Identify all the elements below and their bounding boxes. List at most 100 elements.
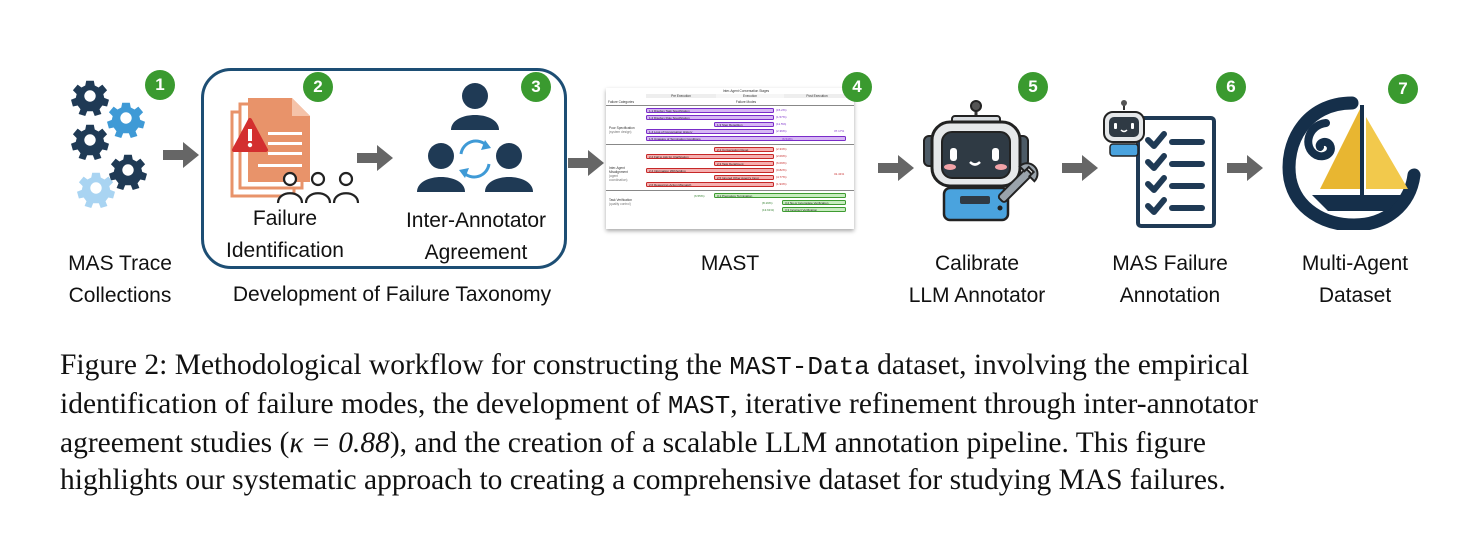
step-label-2-line1: Failure: [252, 207, 318, 230]
arrow-right-icon: [878, 155, 914, 181]
people-group-icon: [276, 170, 360, 204]
step-label-5: Calibrate LLM Annotator: [883, 248, 1071, 312]
mast-stage-exec: Execution: [716, 94, 784, 98]
caption-code-mast-data: MAST-Data: [729, 352, 870, 382]
mast-mode-2-4-pct: (0.82%): [776, 168, 787, 172]
mast-taxonomy-thumbnail: Inter-Agent Conversation Stages Pre Exec…: [606, 88, 854, 229]
step-label-4: MAST: [680, 248, 780, 280]
annotation-checklist-icon: [1102, 100, 1220, 230]
mast-category-3: Task Verification(quality control): [609, 198, 635, 206]
mast-category-1: Poor Specification(system design): [609, 126, 635, 134]
mast-mode-3-2: 3.2 No or Incomplete Verification: [782, 200, 846, 205]
mast-mode-3-3-pct: (13.61%): [762, 208, 775, 212]
step-badge-1: 1: [145, 70, 175, 100]
step-label-3: Inter-Annotator Agreement: [380, 205, 572, 269]
step-label-6-line2: Annotation: [1119, 284, 1221, 307]
caption-line3a: agreement studies (: [60, 427, 290, 459]
mast-mode-2-3-pct: (6.09%): [776, 161, 787, 165]
mast-category-1-total: 37.17%: [834, 129, 845, 133]
mast-mode-1-4-pct: (2.36%): [776, 129, 787, 133]
step-badge-2: 2: [303, 72, 333, 102]
mast-mode-3-1-pct: (6.55%): [694, 194, 705, 198]
mast-mode-1-3-pct: (11.5%): [776, 122, 787, 126]
mast-mode-2-2: 2.2 Fail to Ask for Clarification: [646, 154, 774, 159]
step-label-7: Multi-Agent Dataset: [1270, 248, 1440, 312]
arrow-right-icon: [1062, 155, 1098, 181]
mast-stage-post: Post Execution: [784, 94, 850, 98]
mast-mode-2-6-pct: (1.93%): [776, 182, 787, 186]
mast-category-3-sub: (quality control): [609, 202, 631, 206]
caption-code-mast: MAST: [667, 391, 731, 421]
step-badge-3: 3: [521, 72, 551, 102]
gears-icon: [66, 70, 176, 212]
mast-mode-1-2: 1.2 Disobey Role Specification: [646, 115, 774, 120]
caption-line-2: identification of failure modes, the dev…: [60, 386, 1420, 425]
mast-col-modes: Failure Modes: [735, 100, 757, 104]
caption-line3b: ), and the creation of a scalable LLM an…: [389, 427, 1206, 459]
step-label-6-line1: MAS Failure: [1112, 252, 1228, 275]
sailboat-logo-icon: [1282, 95, 1422, 232]
arrow-right-icon: [357, 145, 393, 171]
caption-lead: Figure 2: Methodological workflow for co…: [60, 349, 730, 381]
mast-mode-3-3: 3.3 Incorrect Verification: [782, 207, 846, 212]
mast-mode-2-4: 2.4 Information Withholding: [646, 168, 774, 173]
step-label-1-line2: Collections: [68, 284, 172, 307]
mast-mode-1-3: 1.3 Step Repetition: [714, 122, 774, 127]
caption-line2: identification of failure modes, the dev…: [60, 388, 668, 420]
step-label-5-line2: LLM Annotator: [908, 284, 1046, 307]
mast-mode-3-1: 3.1 Premature Termination: [714, 193, 846, 198]
step-label-1: MAS Trace Collections: [45, 248, 195, 312]
step-badge-5: 5: [1018, 72, 1048, 102]
mast-mode-1-4: 1.4 Loss of Conversation History: [646, 129, 774, 134]
mast-category-2: Inter-Agent Misalignment(agent coordinat…: [609, 166, 635, 182]
mast-mode-1-1-pct: (15.2%): [776, 108, 787, 112]
mast-category-1-name: Poor Specification: [609, 126, 635, 130]
caption-mid1: dataset, involving the empirical: [869, 349, 1250, 381]
mast-mode-2-1-pct: (2.33%): [776, 147, 787, 151]
step-badge-4: 4: [842, 72, 872, 102]
mast-mode-2-6: 2.6 Reasoning-Action Mismatch: [646, 182, 774, 187]
caption-line-4: highlights our systematic approach to cr…: [60, 464, 1226, 496]
step-label-1-line1: MAS Trace: [68, 252, 172, 275]
mast-mode-2-1: 2.1 Conversation Reset: [714, 147, 774, 152]
step-label-3-line2: Agreement: [424, 241, 528, 264]
caption-line-3: agreement studies (κ = 0.88), and the cr…: [60, 425, 1420, 462]
step-badge-6: 6: [1216, 72, 1246, 102]
caption-line2b: , iterative refinement through inter-ann…: [730, 388, 1259, 420]
step-label-3-line1: Inter-Annotator: [405, 209, 547, 232]
mast-mode-1-2-pct: (1.57%): [776, 115, 787, 119]
mast-category-3-name: Task Verification: [609, 198, 633, 202]
mast-category-1-sub: (system design): [609, 130, 632, 134]
failure-taxonomy-group: [201, 68, 567, 269]
taxonomy-group-label: Development of Failure Taxonomy: [232, 283, 552, 306]
step-badge-7: 7: [1388, 74, 1418, 104]
mast-stage-pre: Pre Execution: [646, 94, 716, 98]
arrow-right-icon: [568, 150, 604, 176]
mast-mode-1-5: 1.5 Unaware of Termination Conditions: [646, 136, 846, 141]
arrow-right-icon: [1227, 155, 1263, 181]
figure-caption: Figure 2: Methodological workflow for co…: [60, 347, 1420, 499]
mast-category-2-sub: (agent coordination): [609, 174, 628, 182]
step-label-6: MAS Failure Annotation: [1080, 248, 1260, 312]
mast-mode-2-2-pct: (2.09%): [776, 154, 787, 158]
caption-kappa: κ = 0.88: [289, 427, 390, 459]
step-label-7-line1: Multi-Agent: [1301, 252, 1409, 275]
mast-mode-1-1: 1.1 Disobey Task Specification: [646, 108, 774, 113]
mast-mode-2-3: 2.3 Task Derailment: [714, 161, 774, 166]
mast-category-2-total: 31.41%: [834, 172, 845, 176]
step-label-2-line2: Identification: [226, 239, 344, 262]
step-label-5-line1: Calibrate: [934, 252, 1020, 275]
arrow-right-icon: [163, 142, 199, 168]
mast-stages-title: Inter-Agent Conversation Stages: [722, 89, 770, 93]
mast-mode-1-5-pct: (6.54%): [782, 136, 793, 141]
step-label-2: Failure Identification: [205, 203, 365, 267]
step-label-7-line2: Dataset: [1318, 284, 1392, 307]
mast-col-categories: Failure Categories: [608, 100, 635, 104]
step-label-4-line1: MAST: [700, 252, 760, 275]
mast-category-2-name: Inter-Agent Misalignment: [609, 166, 628, 174]
failure-document-icon: [228, 98, 348, 210]
annotators-icon: [415, 80, 535, 196]
mast-mode-2-5: 2.5 Ignored Other Agent's Input: [714, 175, 774, 180]
caption-line-1: Figure 2: Methodological workflow for co…: [60, 347, 1420, 386]
robot-wrench-icon: [920, 100, 1045, 225]
